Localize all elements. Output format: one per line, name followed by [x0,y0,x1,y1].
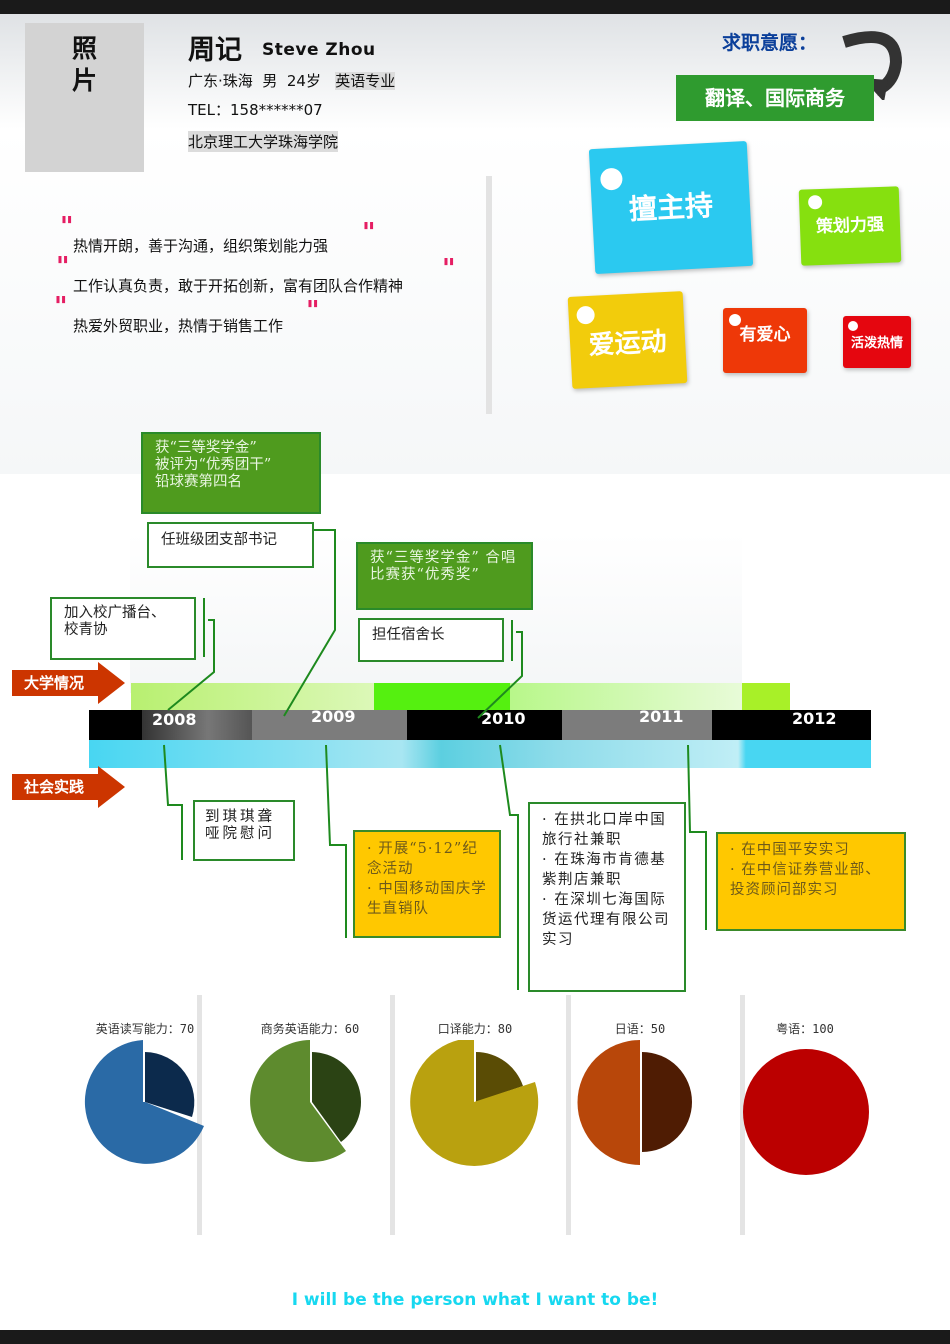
tag-hole-icon [729,314,741,326]
pie-separator [566,995,571,1235]
skill-label: 英语读写能力：70 [95,1022,195,1036]
tag-lively: 活泼热情 [843,316,911,368]
pie-separator [197,995,202,1235]
quote-item: " 工作认真负责，敢于开拓创新，富有团队合作精神 " [56,252,476,298]
bottom-bar [0,1330,950,1344]
self-evaluation: " 热情开朗，善于沟通，组织策划能力强 " " 工作认真负责，敢于开拓创新，富有… [54,212,476,338]
year-label: 2009 [311,707,356,726]
skills-pie-charts [84,1040,869,1175]
name-en: Steve Zhou [262,40,376,60]
location: 广东·珠海 [188,72,253,90]
row-label-social: 社会实践 [12,766,127,808]
tag-label: 有爱心 [739,325,791,345]
open-quote-icon: " [56,252,70,282]
pie-interpretation [410,1040,539,1166]
social-2010: · 在拱北口岸中国旅行社兼职 · 在珠海市肯德基紫荆店兼职 · 在深圳七海国际货… [528,802,686,992]
intent-value: 翻译、国际商务 [676,75,874,121]
quote-text: 热情开朗，善于沟通，组织策划能力强 [73,237,329,255]
arrow-right-icon [98,662,125,704]
social-2008: 到琪琪聋哑院慰问 [193,800,295,861]
skill-label: 商务英语能力：60 [260,1022,360,1036]
band-green-2008 [131,683,374,710]
tag-hole-icon [848,321,858,331]
quote-text: 工作认真负责，敢于开拓创新，富有团队合作精神 [73,277,404,295]
quote-item: " 热情开朗，善于沟通，组织策划能力强 " [56,212,476,258]
close-quote-icon: " [442,254,456,284]
tag-kindness: 有爱心 [723,308,807,373]
photo-label: 片 [71,66,97,95]
year-label: 2012 [792,709,837,728]
vertical-divider [486,176,492,414]
upper-background [0,129,950,474]
year-segment [562,710,712,740]
row-label-university: 大学情况 [12,662,127,704]
skill-label: 日语：50 [614,1022,666,1036]
quote-item: " 热爱外贸职业，热情于销售工作 " [54,292,476,338]
motto: I will be the person what I want to be! [291,1290,659,1310]
tag-label: 活泼热情 [850,336,903,351]
close-quote-icon: " [362,218,376,248]
achievement-2008: 获“三等奖学金” 被评为“优秀团干” 铅球赛第四名 [141,432,321,514]
timeline-connectors [163,529,707,990]
pie-japanese [577,1040,692,1165]
year-segment [252,710,407,740]
school: 北京理工大学珠海学院 [188,131,339,152]
social-2011: · 在中国平安实习 · 在中信证券营业部、投资顾问部实习 [716,832,906,931]
achievement-radio: 加入校广播台、 校青协 [50,597,196,660]
quote-text: 热爱外贸职业，热情于销售工作 [73,317,284,335]
skill-label: 粤语：100 [776,1022,834,1036]
pie-business-english [250,1040,362,1162]
pie-separator [390,995,395,1235]
photo-label: 照 [71,34,97,63]
band-green-2010 [374,683,510,710]
skill-label: 口译能力：80 [437,1022,513,1036]
achievement-dorm-leader: 担任宿舍长 [358,618,504,662]
social-band [89,740,871,768]
basic-info: 广东·珠海 男 24岁 英语专业 [188,70,396,91]
pie-cantonese [743,1049,869,1175]
year-label: 2010 [481,709,526,728]
open-quote-icon: " [54,292,68,322]
age: 24岁 [286,72,321,90]
achievement-2010: 获“三等奖学金” 合唱比赛获“优秀奖” [356,542,533,610]
social-2009: · 开展“5·12”纪念活动 · 中国移动国庆学生直销队 [353,830,501,938]
year-label: 2011 [639,707,684,726]
photo-placeholder: 照 片 [25,23,144,172]
name-cn: 周记 [188,35,242,66]
tel: TEL：158******07 [188,101,323,119]
row-label-text: 大学情况 [12,670,98,696]
year-label: 2008 [152,710,197,729]
achievement-class-secretary: 任班级团支部书记 [147,522,314,568]
pie-english-rw [84,1040,204,1164]
band-green-2012 [742,683,790,710]
close-quote-icon: " [306,296,320,326]
top-bar [0,0,950,14]
arrow-right-icon [98,766,125,808]
major: 英语专业 [335,72,396,90]
band-green-2011 [510,683,742,710]
row-label-text: 社会实践 [12,774,98,800]
gender: 男 [262,72,278,90]
year-segment [142,710,252,740]
open-quote-icon: " [60,212,74,242]
pie-separator [740,995,745,1235]
intent-label: 求职意愿： [722,32,818,54]
